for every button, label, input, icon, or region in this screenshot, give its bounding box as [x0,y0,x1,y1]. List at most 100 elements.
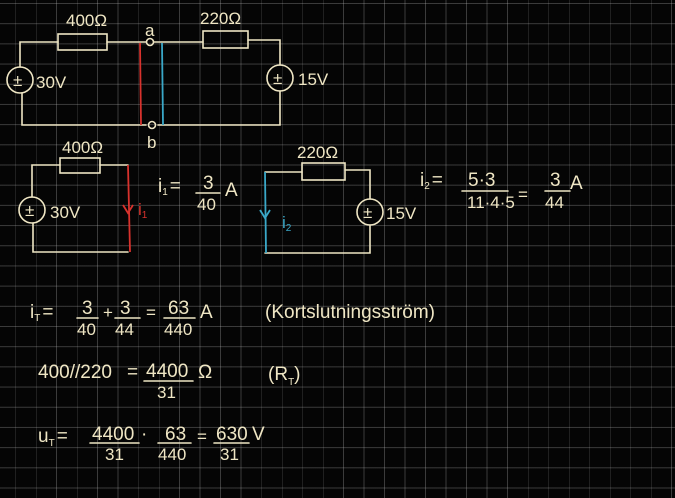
equation-text: 31 [157,383,176,402]
equation-text: A [570,173,583,194]
equation-text: 3 [550,170,561,191]
equation-text: uT= [38,426,68,449]
equation-text: i [420,170,424,191]
equation-text: = [42,302,53,323]
note-kortslutningsstrom: (Kortslutningsström) [265,302,435,323]
label-i1: i1 [138,200,148,221]
source-sign: ± [25,201,34,220]
equation-text: 1 [162,187,168,198]
equation-text: 2 [286,223,292,234]
equation-text: 31 [105,445,124,464]
short-blue-line [264,171,267,254]
equation-text: = [170,176,181,197]
voltage-source-icon [18,196,46,224]
equation-text: = [57,426,68,447]
right-circuit-wires [264,169,371,254]
top-circuit: ± ± 400Ω 220Ω 30V 15V a b [6,9,329,152]
label-i2: i2 [282,213,292,234]
arrow-down-icon [259,209,271,220]
equation-text: V [252,424,265,445]
equation-text: u [38,426,49,447]
top-circuit-wires [19,39,281,126]
label-v: 15V [386,204,417,223]
equation-text: 1 [142,210,148,221]
equation-text: 11·4·5 [467,193,515,212]
equation-text: T [34,313,40,324]
node-b-terminal [147,120,157,130]
label-r: 220Ω [297,143,338,162]
equation-text: ) [294,364,300,385]
note-rt: (RT) [268,364,301,388]
equation-text: = [127,362,138,383]
equation-text: 31 [220,445,239,464]
equation-i1: i1= 3 40 A [158,173,238,214]
equation-text: 400//220 [38,362,112,383]
equation-text: 5·3 [468,170,495,191]
equation-text: 63 [168,298,189,319]
equation-text: i [138,200,142,219]
equation-text: T [49,438,55,449]
equation-text: 4400 [146,361,188,382]
label-node-a: a [145,21,155,40]
equation-text: i [282,213,286,232]
equation-text: = [197,427,207,446]
source-sign: ± [273,69,282,88]
resistor-400 [59,157,101,174]
equation-text: 3 [203,173,214,194]
voltage-source-icon [266,64,294,92]
short-blue-line [161,42,164,126]
equation-iT: iT= 3 40 + 3 44 = 63 440 A (Kortslutning… [30,298,435,339]
equation-text: 3 [82,298,93,319]
equation-RT: 400//220 = 4400 31 Ω (RT) [38,361,301,402]
label-v1: 30V [36,73,67,92]
label-r: 400Ω [62,138,103,157]
short-red-line [127,164,131,253]
equation-text: = [146,303,156,322]
equation-text: i [158,176,162,197]
equation-text: iT= [30,302,53,324]
equation-text: 44 [545,193,564,212]
equation-text: = [518,185,528,204]
equation-text: 3 [120,298,131,319]
equation-text: · [141,424,147,445]
resistor-220 [202,30,249,49]
equation-i2: i2= 5·3 11·4·5 = 3 44 A [420,170,583,212]
source-sign: ± [363,203,372,222]
label-r2: 220Ω [200,9,241,28]
equation-text: 4400 [92,424,134,445]
resistor-400 [57,33,108,51]
equation-text: 40 [77,320,96,339]
label-r1: 400Ω [66,11,107,30]
left-subcircuit: ± 400Ω 30V i1 [18,138,148,253]
equation-text: 44 [115,320,134,339]
equation-text: 440 [164,320,192,339]
voltage-source-icon [6,66,34,94]
equation-text: = [432,170,443,191]
node-a-terminal [145,37,155,47]
equation-text: 40 [197,195,216,214]
equation-text: 440 [158,445,186,464]
label-v: 30V [50,203,81,222]
arrow-down-icon [122,204,134,215]
equation-text: 2 [424,181,430,192]
equation-text: (R [268,364,288,385]
equation-text: A [225,180,238,201]
right-subcircuit: ± 220Ω 15V i2 [259,143,417,254]
resistor-220 [301,162,346,181]
label-v2: 15V [298,70,329,89]
equation-text: + [103,303,113,322]
left-circuit-wires [31,164,129,253]
equation-text: i2= [420,170,443,192]
equation-text: 63 [165,424,186,445]
equation-text: T [288,377,294,388]
label-node-b: b [147,133,156,152]
equation-uT: uT= 4400 31 · 63 440 = 630 31 V [38,424,265,464]
equation-text: A [200,302,213,323]
voltage-source-icon [356,198,384,226]
equation-text: i1= [158,176,181,198]
short-red-line [139,42,142,126]
equation-text: Ω [198,362,212,383]
source-sign: ± [13,71,22,90]
